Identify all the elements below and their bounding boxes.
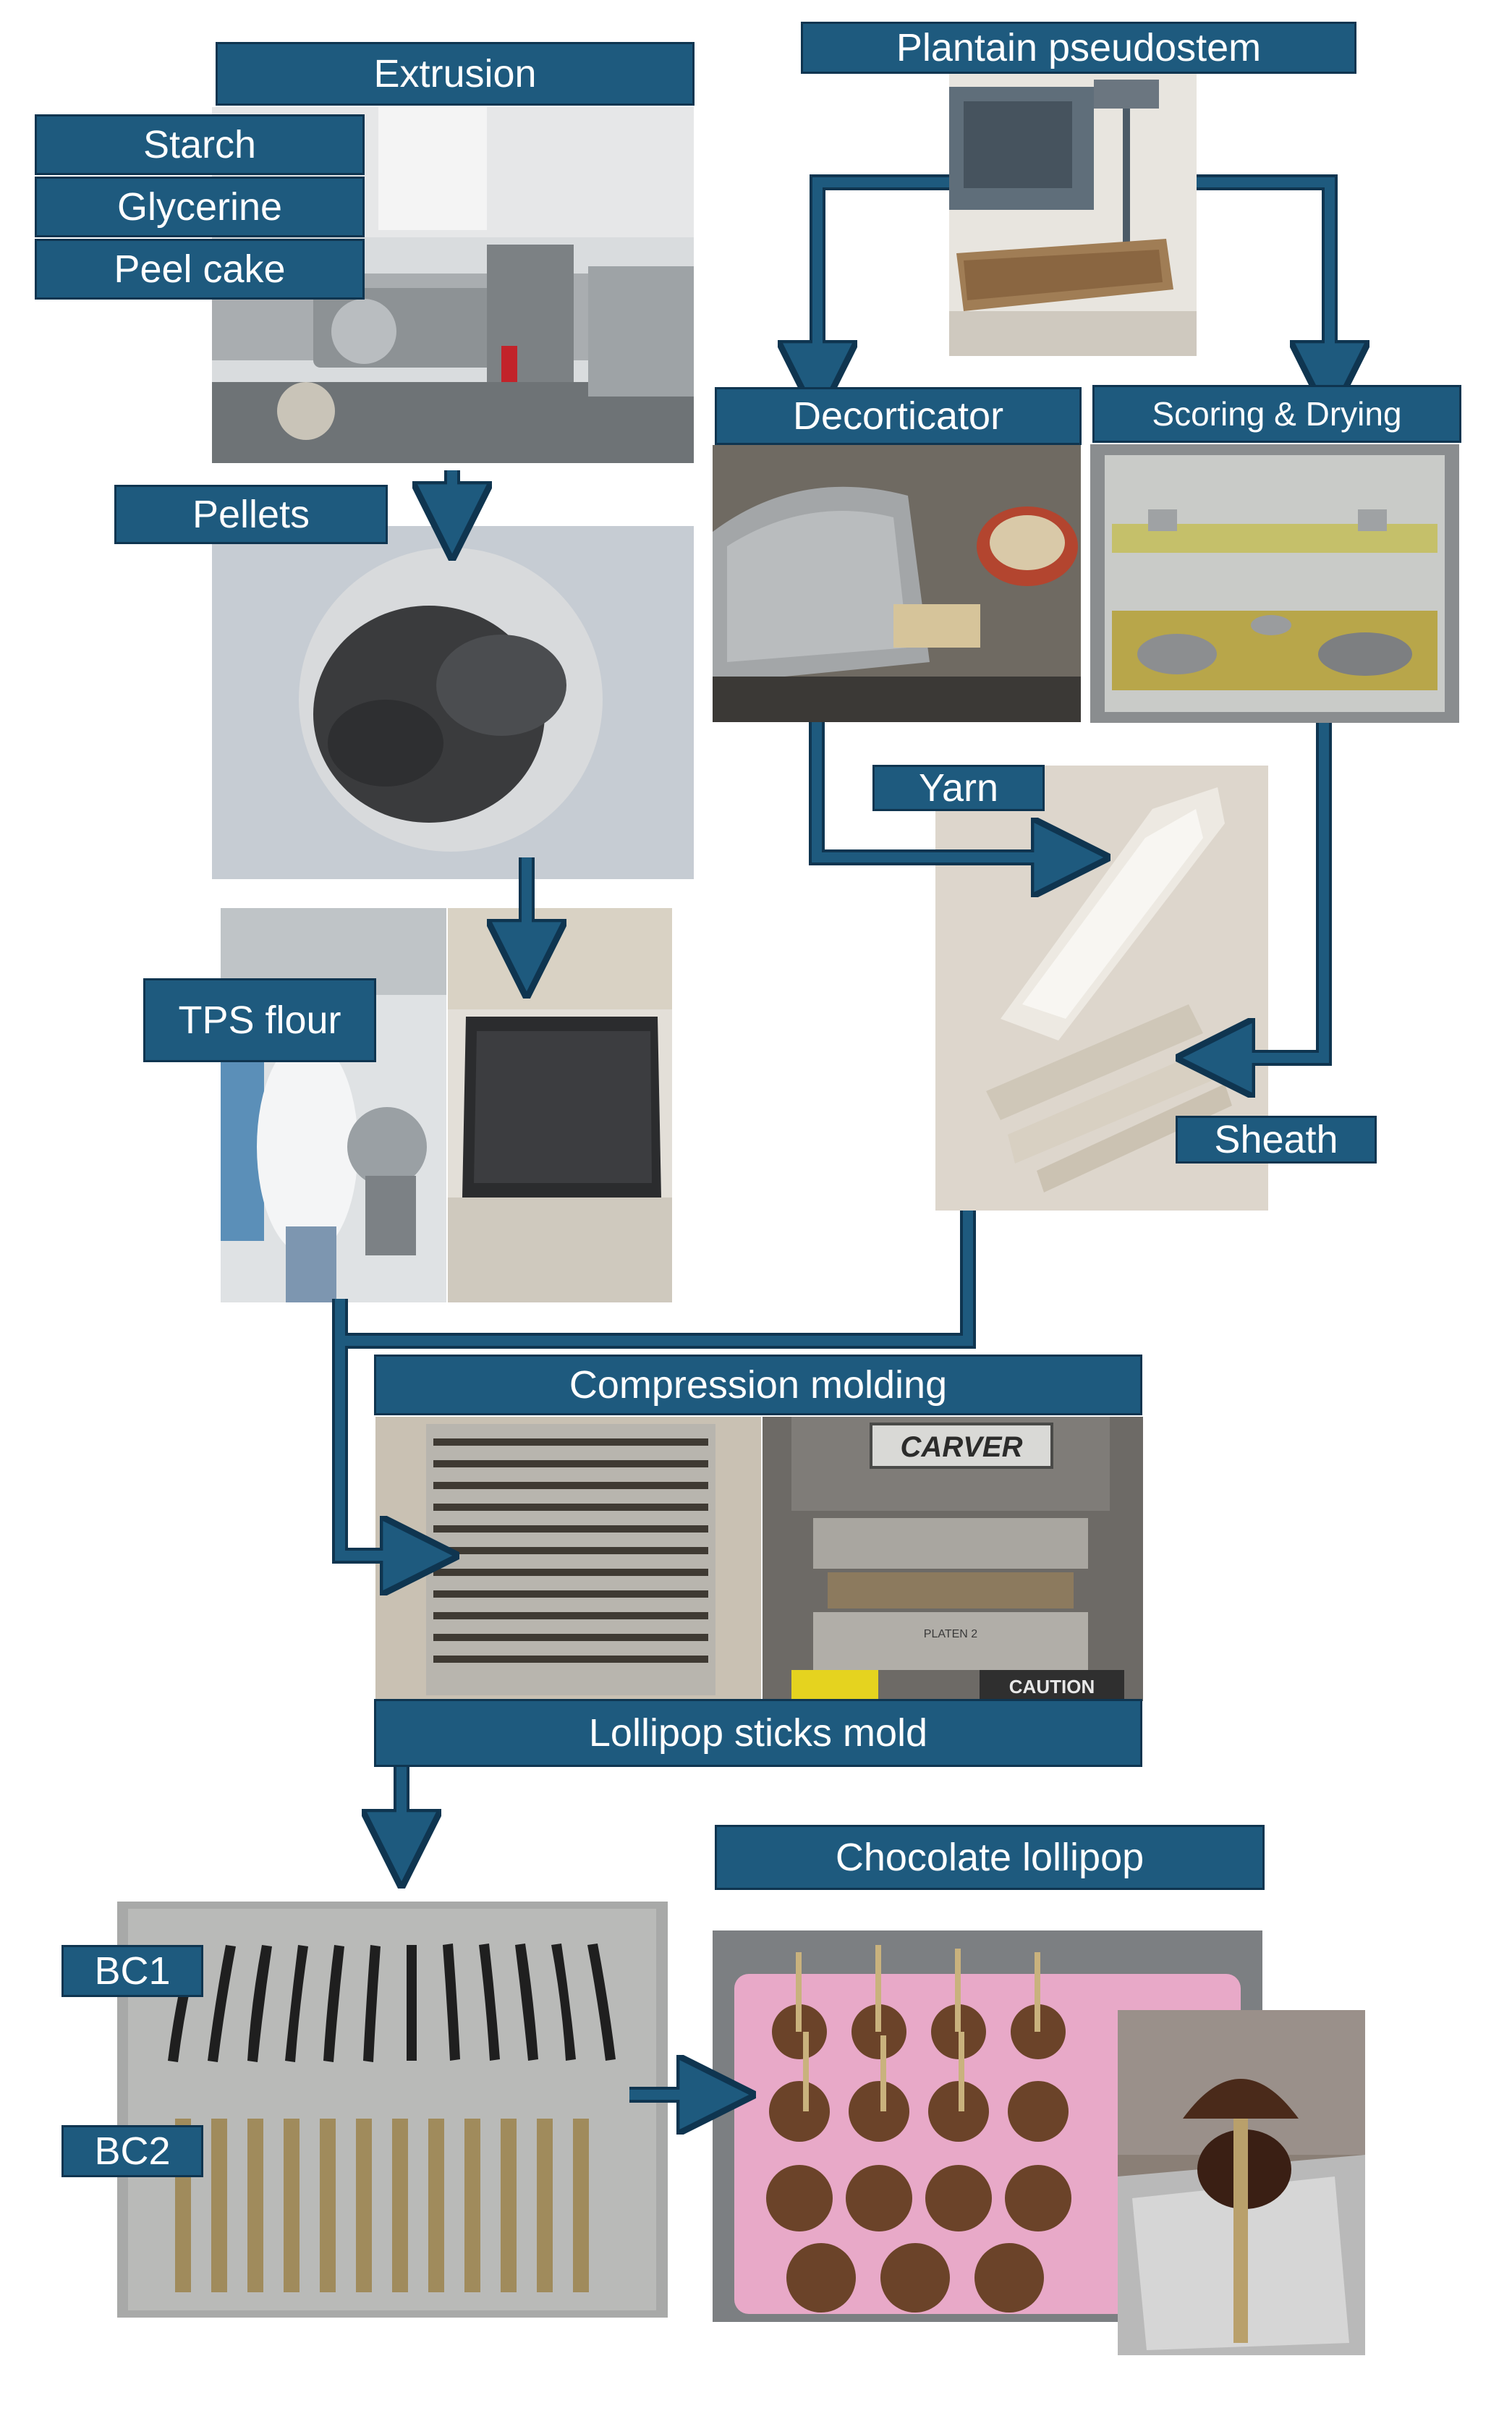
extruder-photo (212, 107, 694, 463)
carver-press-photo: CARVER PLATEN 2 CAUTION (763, 1417, 1143, 1701)
tps-flour-photo-worker (221, 908, 446, 1302)
label-scoring-drying: Scoring & Drying (1092, 385, 1461, 443)
label-pellets: Pellets (114, 485, 388, 544)
label-chocolate-lollipop: Chocolate lollipop (715, 1825, 1265, 1890)
carver-brand-text: CARVER (901, 1431, 1023, 1463)
pellets-photo (212, 526, 694, 879)
label-bc2: BC2 (61, 2125, 203, 2177)
arrow-pseudostem-to-decorticator (817, 174, 949, 380)
label-starch: Starch (35, 114, 365, 175)
label-plantain-pseudostem: Plantain pseudostem (801, 22, 1356, 74)
label-decorticator: Decorticator (715, 387, 1082, 445)
plantain-pseudostem-photo (949, 72, 1197, 356)
scoring-drying-photo (1090, 444, 1459, 723)
label-peel-cake: Peel cake (35, 239, 365, 300)
arrow-pseudostem-to-scoring (1197, 174, 1330, 380)
label-extrusion: Extrusion (216, 42, 695, 106)
label-glycerine: Glycerine (35, 177, 365, 237)
compression-mold-photo (375, 1417, 761, 1701)
lollipop-sticks-photo (117, 1902, 668, 2318)
tps-flour-photo-sheet (448, 908, 672, 1302)
label-yarn: Yarn (872, 765, 1045, 811)
platen-text: PLATEN 2 (924, 1628, 978, 1640)
caution-text: CAUTION (1009, 1676, 1095, 1697)
label-sheath: Sheath (1176, 1116, 1377, 1164)
decorticator-photo (713, 445, 1081, 722)
label-bc1: BC1 (61, 1945, 203, 1997)
label-compression-molding: Compression molding (374, 1355, 1142, 1415)
lollipop-closeup-photo (1118, 2010, 1365, 2355)
label-lollipop-sticks-mold: Lollipop sticks mold (374, 1699, 1142, 1767)
label-tps-flour: TPS flour (143, 978, 376, 1062)
yarn-sheath-photo (935, 766, 1268, 1211)
